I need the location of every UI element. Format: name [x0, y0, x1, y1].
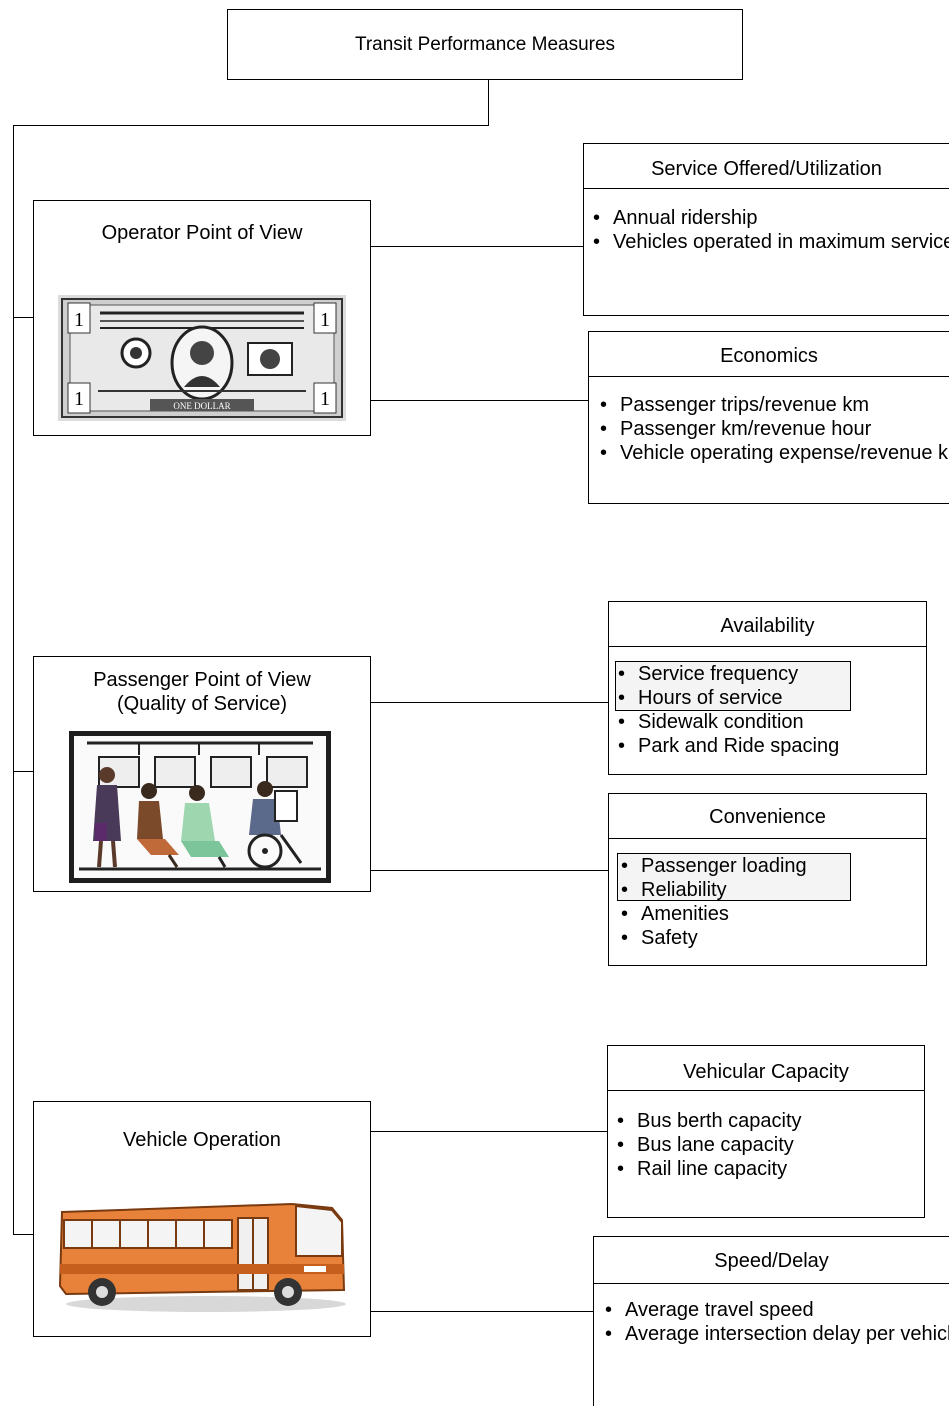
- list-item: Reliability: [617, 878, 807, 902]
- list-item: Average intersection delay per vehicle: [601, 1322, 949, 1346]
- list-item: Amenities: [617, 902, 807, 926]
- operator-box: Operator Point of View 1 1 1 1: [33, 200, 371, 436]
- vehicle-box: Vehicle Operation: [33, 1101, 371, 1337]
- capacity-box: Vehicular Capacity Bus berth capacity Bu…: [607, 1045, 925, 1218]
- list-item: Service frequency: [614, 662, 839, 686]
- bus-image: [56, 1186, 348, 1314]
- speed-header: Speed/Delay: [594, 1237, 949, 1284]
- convenience-box: Convenience Passenger loading Reliabilit…: [608, 793, 927, 966]
- dollar-bill-text: ONE DOLLAR: [173, 401, 230, 411]
- availability-list: Service frequency Hours of service Sidew…: [614, 662, 839, 758]
- availability-box: Availability Service frequency Hours of …: [608, 601, 927, 775]
- service-header: Service Offered/Utilization: [584, 144, 949, 189]
- list-item: Rail line capacity: [613, 1157, 802, 1181]
- list-item: Passenger loading: [617, 854, 807, 878]
- connector-main-vertical: [13, 125, 14, 1235]
- availability-header: Availability: [609, 602, 926, 647]
- economics-box: Economics Passenger trips/revenue km Pas…: [588, 331, 949, 504]
- list-item: Safety: [617, 926, 807, 950]
- convenience-header: Convenience: [609, 794, 926, 839]
- operator-title: Operator Point of View: [101, 222, 303, 244]
- root-title: Transit Performance Measures: [354, 34, 616, 55]
- connector-to-passenger: [13, 771, 34, 772]
- list-item: Bus lane capacity: [613, 1133, 802, 1157]
- service-box: Service Offered/Utilization Annual rider…: [583, 143, 949, 316]
- capacity-header: Vehicular Capacity: [608, 1046, 924, 1091]
- svg-text:1: 1: [320, 388, 330, 410]
- bus-passengers-image: [69, 731, 331, 883]
- capacity-list: Bus berth capacity Bus lane capacity Rai…: [613, 1109, 802, 1181]
- connector-to-operator: [13, 317, 34, 318]
- passenger-title-line2: (Quality of Service): [116, 693, 288, 715]
- list-item: Sidewalk condition: [614, 710, 839, 734]
- speed-box: Speed/Delay Average travel speed Average…: [593, 1236, 949, 1406]
- connector-root-horizontal: [13, 125, 489, 126]
- speed-list: Average travel speed Average intersectio…: [601, 1298, 949, 1346]
- list-item: Passenger km/revenue hour: [596, 417, 949, 441]
- connector-passenger-availability: [370, 702, 609, 703]
- connector-vehicle-capacity: [370, 1131, 608, 1132]
- vehicle-title: Vehicle Operation: [123, 1129, 281, 1151]
- svg-text:1: 1: [320, 309, 330, 331]
- connector-operator-economics: [370, 400, 589, 401]
- connector-to-vehicle: [13, 1234, 34, 1235]
- economics-list: Passenger trips/revenue km Passenger km/…: [596, 393, 949, 465]
- economics-header: Economics: [589, 332, 949, 377]
- connector-root-down: [488, 79, 489, 126]
- list-item: Bus berth capacity: [613, 1109, 802, 1133]
- connector-passenger-convenience: [370, 870, 609, 871]
- list-item: Hours of service: [614, 686, 839, 710]
- list-item: Average travel speed: [601, 1298, 949, 1322]
- passenger-title-line1: Passenger Point of View: [93, 669, 311, 691]
- svg-text:1: 1: [74, 388, 84, 410]
- list-item: Vehicle operating expense/revenue km: [596, 441, 949, 465]
- list-item: Annual ridership: [589, 206, 949, 230]
- convenience-list: Passenger loading Reliability Amenities …: [617, 854, 807, 950]
- list-item: Vehicles operated in maximum service: [589, 230, 949, 254]
- list-item: Park and Ride spacing: [614, 734, 839, 758]
- service-list: Annual ridership Vehicles operated in ma…: [589, 206, 949, 254]
- connector-vehicle-speed: [370, 1311, 594, 1312]
- passenger-box: Passenger Point of View (Quality of Serv…: [33, 656, 371, 892]
- dollar-bill-image: 1 1 1 1 ONE DOLLAR: [58, 295, 346, 421]
- svg-text:1: 1: [74, 309, 84, 331]
- connector-operator-service: [370, 246, 584, 247]
- list-item: Passenger trips/revenue km: [596, 393, 949, 417]
- root-box: Transit Performance Measures: [227, 9, 743, 80]
